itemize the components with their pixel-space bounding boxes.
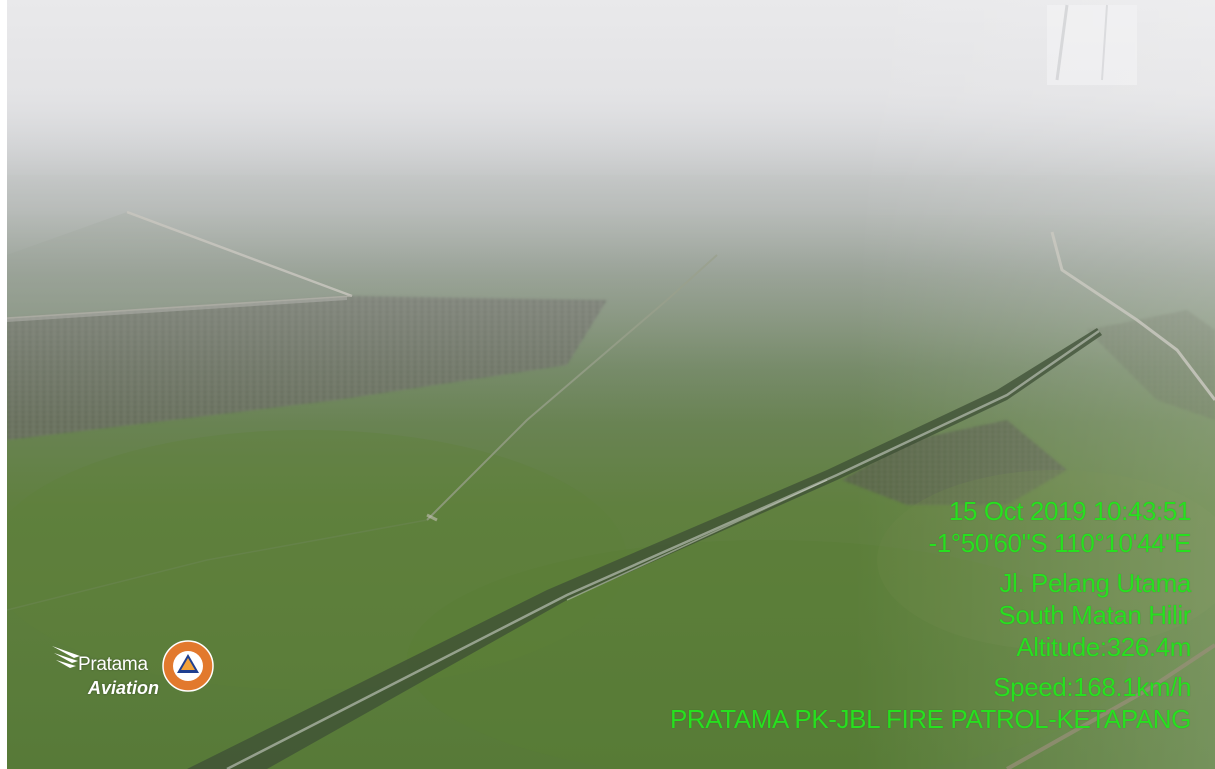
area-text: South Matan Hilir xyxy=(998,600,1191,630)
disaster-agency-badge xyxy=(162,640,214,692)
landscape-image xyxy=(7,0,1215,769)
logo-subtitle: Aviation xyxy=(88,678,160,698)
pratama-aviation-logo: Pratama Aviation xyxy=(50,640,220,704)
speed-text: Speed:168.1km/h xyxy=(993,672,1191,702)
gps-overlay: 15 Oct 2019 10:43:51 -1°50'60"S 110°10'4… xyxy=(670,495,1191,735)
logo-name: Pratama xyxy=(78,654,148,675)
mission-text: PRATAMA PK-JBL FIRE PATROL-KETAPANG xyxy=(669,704,1191,734)
street-text: Jl. Pelang Utama xyxy=(999,568,1191,598)
wing-icon xyxy=(52,646,80,668)
altitude-text: Altitude:326.4m xyxy=(1016,632,1191,662)
aerial-scene xyxy=(7,0,1215,769)
coordinates-text: -1°50'60"S 110°10'44"E xyxy=(928,528,1191,558)
timestamp-text: 15 Oct 2019 10:43:51 xyxy=(948,496,1191,526)
